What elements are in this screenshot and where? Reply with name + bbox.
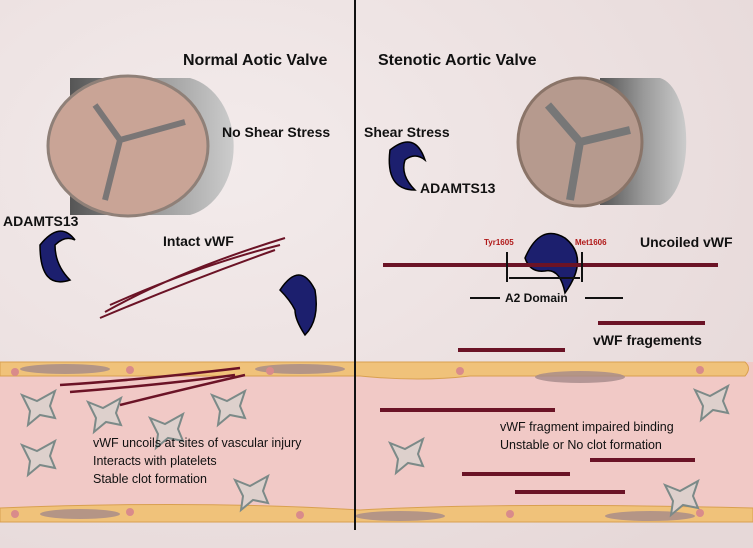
stenotic-valve-illustration <box>516 76 687 208</box>
outcome-line: vWF fragment impaired binding <box>500 420 674 434</box>
outcome-line: vWF uncoils at sites of vascular injury <box>93 436 302 450</box>
platelets <box>19 383 730 518</box>
no-shear-stress-label: No Shear Stress <box>222 124 331 140</box>
a2-domain-label: A2 Domain <box>505 291 568 305</box>
left-outcome-text: vWF uncoils at sites of vascular injury … <box>93 434 301 488</box>
intact-vwf-label: Intact vWF <box>163 233 234 249</box>
blood-vessel <box>0 361 753 523</box>
tyr1605-label: Tyr1605 <box>484 238 514 247</box>
met1606-label: Met1606 <box>575 238 607 247</box>
shear-stress-label: Shear Stress <box>364 124 450 140</box>
a2-domain-bracket <box>470 252 623 299</box>
normal-valve-title: Normal Aotic Valve <box>183 52 328 69</box>
stenotic-valve-title: Stenotic Aortic Valve <box>378 52 537 69</box>
uncoiled-vwf-label: Uncoiled vWF <box>640 234 733 250</box>
outcome-line: Interacts with platelets <box>93 454 217 468</box>
adamts13-label-left: ADAMTS13 <box>3 213 79 229</box>
vwf-strands <box>59 237 718 494</box>
adamts13-label-right: ADAMTS13 <box>420 180 496 196</box>
vwf-fragments-label: vWF fragements <box>593 332 702 348</box>
outcome-line: Unstable or No clot formation <box>500 438 662 452</box>
outcome-line: Stable clot formation <box>93 472 207 486</box>
right-outcome-text: vWF fragment impaired binding Unstable o… <box>500 418 674 454</box>
normal-valve-illustration <box>46 74 234 218</box>
